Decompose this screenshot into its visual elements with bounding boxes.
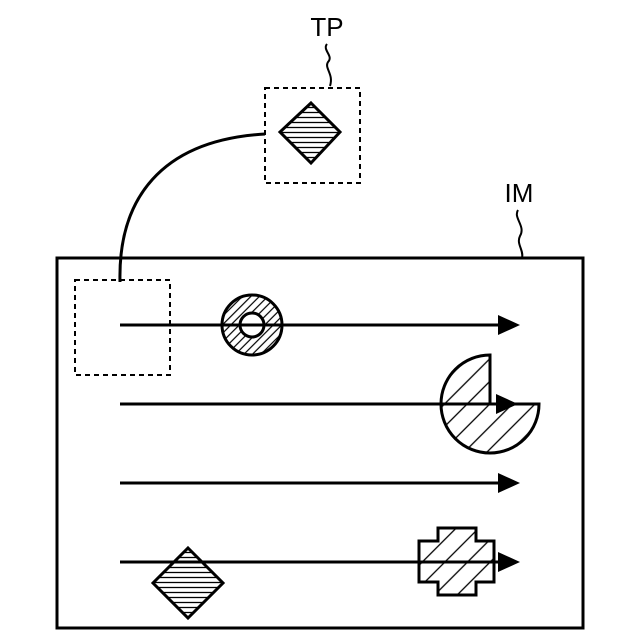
image-label: IM [505, 178, 534, 208]
scan-arrow-3 [120, 473, 520, 493]
sector-icon [441, 355, 539, 453]
connector-curve [120, 134, 265, 282]
search-window [75, 280, 170, 375]
template-diamond-icon [280, 103, 340, 163]
image-leader-line [517, 210, 522, 258]
template-label: TP [310, 12, 343, 42]
scan-arrow-1 [120, 315, 520, 335]
template-leader-line [326, 44, 331, 86]
diamond-icon [153, 548, 223, 618]
cross-icon [419, 528, 520, 595]
